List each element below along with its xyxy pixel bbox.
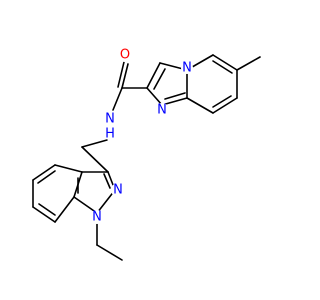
- atom-label-h-amide: H: [105, 127, 115, 142]
- bond: [54, 164, 83, 173]
- atom-label-n-indazole-2: N: [113, 183, 123, 198]
- atom-label-n-imid-bridge: N: [182, 61, 192, 76]
- pyridine-ring-bonds: [186, 54, 238, 114]
- atom-h-amide: H: [104, 127, 116, 142]
- bond: [146, 62, 161, 89]
- atom-n-indazole-2: N: [111, 183, 125, 198]
- bond-double-inner: [212, 95, 232, 108]
- bond-double-inner: [38, 203, 56, 216]
- bond-double-inner: [37, 170, 56, 184]
- atom-label-n-imid: N: [157, 103, 167, 118]
- amide-n-bond: [112, 87, 123, 111]
- atom-n-imid-bridge: N: [181, 61, 193, 76]
- methyl-bond: [236, 56, 261, 71]
- atom-label-o: O: [120, 48, 130, 63]
- imidazole-ring-bonds: [146, 62, 188, 106]
- ch2-ring-bond: [81, 146, 109, 173]
- atom-n-amide: N: [103, 112, 117, 127]
- bond-double-inner: [103, 173, 111, 189]
- bond-double-inner: [212, 60, 233, 74]
- bond: [146, 87, 163, 106]
- bond: [32, 206, 56, 223]
- atom-label-n-amide: N: [105, 112, 115, 127]
- pyrazole-ring-bonds: [73, 171, 116, 214]
- molecule-canvas: O N H N N N N: [32, 48, 261, 261]
- ethyl-bond-2: [96, 244, 123, 261]
- molecule-structure: O N H N N N N: [32, 48, 261, 261]
- bond: [54, 196, 75, 223]
- bond: [212, 54, 238, 71]
- atom-n-indazole-1: N: [90, 210, 104, 225]
- bond: [73, 196, 98, 214]
- atom-o: O: [118, 48, 132, 63]
- bond: [96, 189, 116, 214]
- benzene-ring-bonds: [32, 164, 83, 223]
- carbonyl-double-bond-inner: [117, 61, 125, 88]
- atom-n-imid: N: [155, 103, 169, 118]
- bond-double-inner: [164, 92, 186, 100]
- n-ch2-bond: [81, 139, 108, 148]
- bond: [32, 164, 56, 181]
- bond: [161, 97, 188, 106]
- bond: [186, 97, 214, 114]
- atom-label-n-indazole-1: N: [92, 210, 102, 225]
- bond: [212, 97, 238, 114]
- carbonyl-double-bond: [121, 63, 129, 89]
- bond-double-inner: [153, 68, 166, 90]
